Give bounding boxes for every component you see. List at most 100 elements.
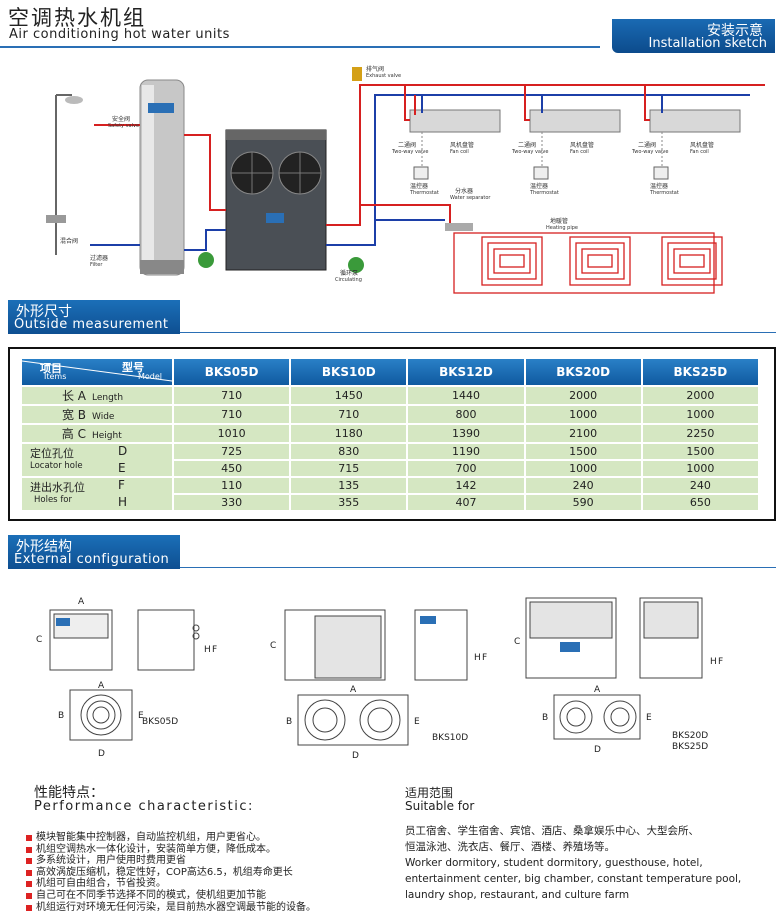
bks20d-front-view [525,597,617,679]
two-way-valve-label: 二通阀 [398,141,416,149]
suitable-line: entertainment center, big chamber, const… [405,873,742,885]
list-item: 机组可自由组合，节省投资。 [24,878,316,890]
model-label: BKS10D [432,733,468,743]
holes-for-cn: 进出水孔位 [30,481,85,494]
table-cell: 1190 [408,444,524,459]
configuration-drawings: A C A B D E H F C A B D E H F C A B D E … [36,597,723,761]
dim-label: D [352,751,359,761]
model-header: BKS20D [525,359,641,385]
items-en: Items [44,372,67,381]
page-title: 空调热水机组 [8,6,146,30]
external-tab-cn: 外形结构 [16,539,72,555]
table-cell: 407 [408,495,524,510]
dim-label: F [718,657,723,667]
suitable-title-cn: 适用范围 [405,786,454,800]
suitable-title-en: Suitable for [405,799,475,813]
floor-heating-coils [453,232,723,294]
dim-label: H [474,653,481,663]
model-cn: 型号 [122,361,144,374]
dim-label: C [270,641,276,651]
locator-hole-cn: 定位孔位 [30,447,74,460]
model-header: BKS12D [408,359,524,385]
table-cell: 142 [408,478,524,493]
dim-label: B [286,717,292,727]
bks20d-side-view [639,597,703,679]
dim-label: A [98,681,105,691]
dim-label: A [594,685,601,695]
table-cell: 1000 [525,461,641,476]
installation-diagram: 排气阀 Exhaust valve 风机盘管 Fan coil 风机盘管 Fan… [46,65,765,294]
outside-measurement-tab: 外形尺寸 Outside measurement [8,300,180,334]
fan-coil-label-en: Fan coil [450,149,469,155]
list-item: 模块智能集中控制器，自动监控机组，用户更省心。 [24,832,316,844]
water-tank-icon [139,79,185,276]
row-letter: D [118,444,128,458]
thermostat-label-en: Thermostat [649,190,679,196]
shower-icon [46,94,83,255]
install-tab-cn: 安装示意 [707,23,763,39]
row-label-en: Length [92,393,124,403]
table-cell: 700 [408,461,524,476]
table-cell: 2100 [525,425,641,442]
exhaust-valve-icon [352,67,362,81]
pump-label-en: Circulating [335,277,362,283]
dim-label: C [36,635,42,645]
external-configuration-tab: 外形结构 External configuration [8,535,180,569]
safety-valve-label-en: Safety valve [108,123,139,129]
list-item: 机组空调热水一体化设计，安装简单方便，降低成本。 [24,844,316,856]
model-label: BKS20D [672,731,708,741]
table-cell: 1500 [642,444,758,459]
bks10d-front-view [284,609,386,681]
table-cell: 240 [525,478,641,493]
outside-tab-cn: 外形尺寸 [16,304,72,320]
bks10d-top-view [297,694,409,746]
suitable-line: 员工宿舍、学生宿舍、宾馆、酒店、桑拿娱乐中心、大型会所、 [405,825,699,837]
bks05d-side-view [137,609,195,671]
dim-label: B [58,711,64,721]
items-model-header: 项目 Items 型号 Model [22,359,172,385]
table-cell: 240 [642,478,758,493]
table-row: 进出水孔位 Holes for F H 110 135 142 240 240 [22,478,758,510]
dim-label: D [594,745,601,755]
table-cell: 1440 [408,387,524,404]
table-row: 450 715 700 1000 1000 [22,461,758,476]
holes-for-en: Holes for [34,495,73,505]
table-cell: 800 [408,406,524,423]
table-cell: 1000 [525,406,641,423]
list-item: 多系统设计，用户使用时费用更省 [24,855,316,867]
table-cell: 330 [174,495,290,510]
table-cell: 2000 [642,387,758,404]
table-cell: 1180 [291,425,407,442]
fan-coil-label: 风机盘管 [570,141,594,149]
items-cn: 项目 [40,362,62,375]
filter-label-en: Filter [90,262,103,268]
fan-coil-label: 风机盘管 [450,141,474,149]
separator-label-en: Water separator [450,195,491,201]
row-label-cn: 宽 B [61,408,86,422]
dim-label: C [514,637,520,647]
fan-coil-label-en: Fan coil [690,149,709,155]
table-cell: 110 [174,478,290,493]
row-label-en: Height [92,431,122,441]
dim-label: E [646,713,652,723]
title-underline [0,46,600,48]
model-en: Model [138,372,163,381]
heat-pump-unit-icon [225,129,327,271]
spec-header-row: 项目 Items 型号 Model BKS05D BKS10D BKS12D B… [22,359,758,385]
fan-coil-units: 风机盘管 Fan coil 风机盘管 Fan coil 风机盘管 Fan coi… [391,85,741,155]
model-header: BKS10D [291,359,407,385]
table-cell: 715 [291,461,407,476]
row-letter: H [118,495,128,509]
model-header: BKS25D [642,359,758,385]
pump-label: 循环泵 [340,269,358,277]
table-cell: 1000 [642,406,758,423]
separator-label: 分水器 [455,187,473,195]
thermostat-label: 温控器 [530,182,548,190]
table-cell: 590 [525,495,641,510]
dim-label: E [414,717,420,727]
table-cell: 2250 [642,425,758,442]
pump-icon [198,252,214,268]
bks20d-top-view [553,694,641,740]
